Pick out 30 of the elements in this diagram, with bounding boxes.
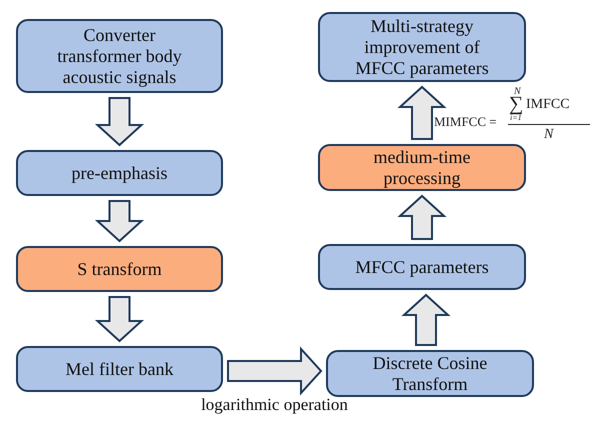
process-box [318,244,526,290]
block-arrow [397,194,447,240]
box-text: Mel filter bank [66,358,174,380]
process-box [16,346,223,392]
box-text: medium-time processing [372,146,472,188]
box-text: pre-emphasis [72,162,168,184]
block-arrow [94,97,144,146]
edge-label: logarithmic operation [201,395,348,415]
block-arrow [94,200,144,242]
formula-text: IMFCC [526,97,570,113]
process-box [16,19,223,93]
formula-text: MIMFCC = [434,114,497,130]
process-box [318,12,526,82]
process-box [326,350,534,397]
formula-text: ∑ [509,94,524,114]
box-text: Discrete Cosine Transform [372,352,488,394]
box-text: MFCC parameters [355,256,489,278]
block-arrow [227,346,322,396]
process-box [318,144,526,191]
box-text: Multi-strategy improvement of MFCC parameters [354,16,490,78]
block-arrow [401,294,451,346]
formula-text: N [514,86,521,97]
process-box [16,150,223,196]
formula-text: i=1 [510,113,522,122]
box-text: Converter transformer body acoustic signals [56,24,183,88]
box-text: S transform [77,258,162,280]
block-arrow [94,296,144,342]
process-box [16,246,223,292]
formula-text: N [544,127,554,143]
block-arrow [397,86,447,140]
